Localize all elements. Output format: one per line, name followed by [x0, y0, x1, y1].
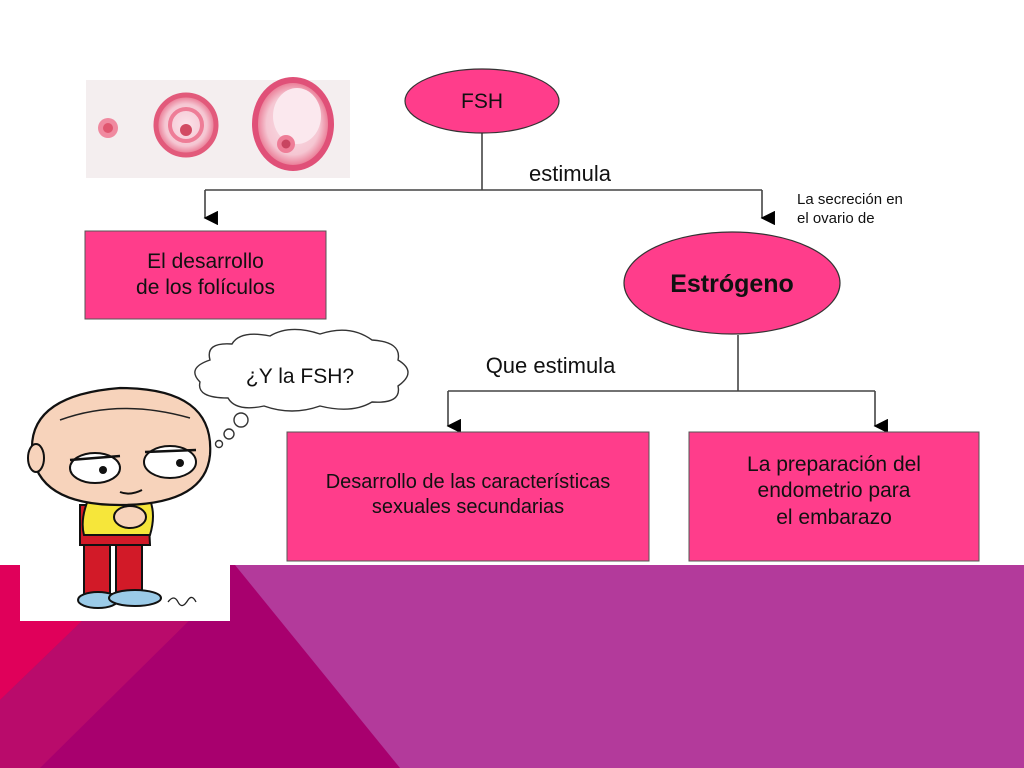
node-fsh-shape [404, 68, 560, 134]
thought-bubble-text: ¿Y la FSH? [245, 365, 355, 388]
node-endometrium-label: La preparación del endometrio para el em… [747, 453, 921, 529]
node-estrogen-label: Estrógeno [670, 270, 794, 298]
node-endometrium-shape [688, 431, 980, 562]
node-characteristics-shape [286, 431, 650, 562]
edge-label-secretion: La secreción en el ovario de [797, 191, 903, 227]
node-folicle-label: El desarrollo de los folículos [136, 250, 275, 300]
node-folicle-shape [84, 230, 327, 320]
edge-label-that-stimulates: Que estimula [485, 353, 616, 378]
node-characteristics-label: Desarrollo de las características sexual… [325, 471, 611, 518]
node-estrogen-shape [623, 231, 841, 335]
edge-label-stimulates: estimula [529, 161, 611, 186]
node-fsh-label: FSH [461, 90, 503, 113]
